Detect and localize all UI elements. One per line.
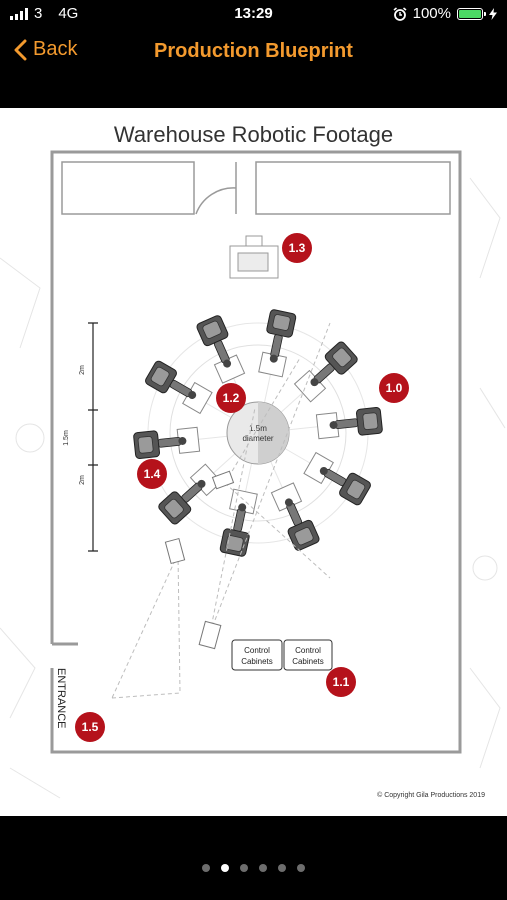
- battery-icon: [457, 7, 486, 20]
- cabinet-1-line1: Control: [244, 646, 270, 655]
- back-button[interactable]: Back: [14, 38, 77, 61]
- page-indicator[interactable]: [0, 864, 507, 872]
- marker-1-5[interactable]: 1.5: [75, 712, 105, 742]
- page-dot[interactable]: [202, 864, 210, 872]
- marker-1-4[interactable]: 1.4: [137, 459, 167, 489]
- navigation-bar: Back Production Blueprint: [0, 28, 507, 78]
- network-label: 4G: [58, 5, 79, 22]
- marker-circle: [216, 383, 246, 413]
- background-sketch: [0, 177, 506, 799]
- control-cabinets: Control Cabinets Control Cabinets: [231, 639, 333, 671]
- cabinet-2-line1: Control: [295, 646, 321, 655]
- camera-sightlines: [111, 322, 331, 699]
- cabinet-2-line2: Cabinets: [292, 657, 324, 666]
- page-title: Production Blueprint: [154, 40, 353, 62]
- marker-circle: [326, 667, 356, 697]
- floor-plan: 1.5m diameter 2m 1.5m 2m: [0, 150, 506, 799]
- page-dot[interactable]: [221, 864, 229, 872]
- dimension-bottom-label: 2m: [79, 475, 86, 485]
- top-rooms: [61, 161, 451, 215]
- robot-arm-icon: [319, 467, 371, 506]
- robot-arm-icon: [158, 479, 206, 525]
- marker-label: 1.4: [144, 467, 161, 481]
- cabinet-1-line2: Cabinets: [241, 657, 273, 666]
- marker-label: 1.0: [386, 381, 403, 395]
- marker-label: 1.5: [82, 720, 99, 734]
- back-label: Back: [33, 38, 78, 60]
- charging-icon: [489, 7, 497, 20]
- marker-1-1[interactable]: 1.1: [326, 667, 356, 697]
- robot-arm-icon: [310, 341, 358, 387]
- dimension-mid-label: 1.5m: [63, 430, 70, 446]
- carrier-label: 3: [34, 5, 43, 22]
- marker-circle: [137, 459, 167, 489]
- marker-1-2[interactable]: 1.2: [216, 383, 246, 413]
- robot-arm-icon: [329, 407, 383, 436]
- battery-percent: 100%: [412, 5, 451, 22]
- center-diameter-label: diameter: [242, 434, 273, 443]
- marker-circle: [282, 233, 312, 263]
- signal-icon: [10, 7, 28, 20]
- marker-1-0[interactable]: 1.0: [379, 373, 409, 403]
- copyright-text: © Copyright Gila Productions 2019: [377, 792, 485, 799]
- robot-cell: 1.5m diameter: [133, 309, 383, 557]
- marker-label: 1.2: [223, 391, 240, 405]
- chevron-left-icon: [14, 39, 27, 60]
- robot-arm-icon: [145, 360, 197, 399]
- status-bar: 3 4G 13:29 100%: [0, 0, 507, 28]
- status-time: 13:29: [234, 5, 273, 22]
- marker-circle: [75, 712, 105, 742]
- camera-icons: [164, 470, 235, 650]
- page-dot[interactable]: [240, 864, 248, 872]
- blueprint-image[interactable]: Warehouse Robotic Footage 1.5m: [0, 108, 507, 816]
- marker-label: 1.1: [333, 675, 350, 689]
- marker-1-3[interactable]: 1.3: [282, 233, 312, 263]
- robot-arm-icon: [219, 503, 250, 557]
- robot-arm-icon: [284, 498, 320, 551]
- alarm-icon: [393, 6, 407, 21]
- blueprint-title: Warehouse Robotic Footage: [113, 122, 394, 147]
- marker-circle: [379, 373, 409, 403]
- camera-station: [229, 235, 279, 279]
- dimension-lines: [88, 322, 98, 552]
- robot-arm-icon: [133, 430, 187, 459]
- entrance-label: ENTRANCE: [55, 668, 67, 729]
- page-dot[interactable]: [297, 864, 305, 872]
- warehouse-walls: [50, 150, 462, 754]
- page-dot[interactable]: [259, 864, 267, 872]
- marker-label: 1.3: [289, 241, 306, 255]
- robot-arm-icon: [266, 309, 297, 363]
- dimension-top-label: 2m: [79, 365, 86, 375]
- robot-arm-icon: [196, 315, 232, 368]
- page-dot[interactable]: [278, 864, 286, 872]
